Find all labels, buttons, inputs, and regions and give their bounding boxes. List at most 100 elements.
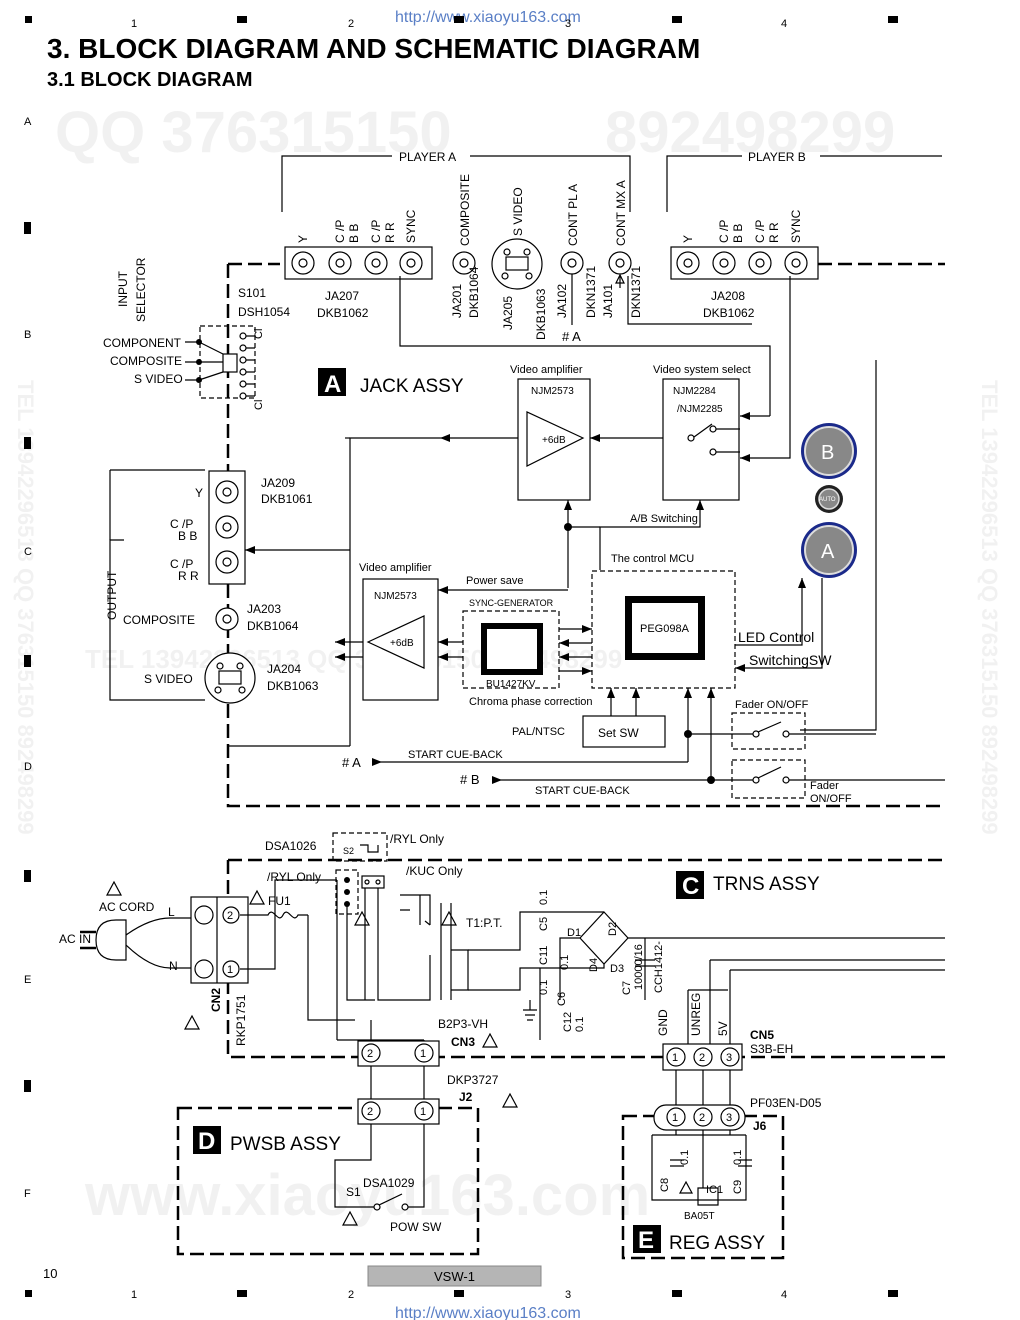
c5-value: 0.1 (538, 890, 550, 905)
cn3-pin2: 2 (367, 1048, 373, 1060)
ja207-ref: JA207 (325, 289, 359, 303)
pwsb-assy-letter: D (198, 1128, 215, 1155)
page-title: 3. BLOCK DIAGRAM AND SCHEMATIC DIAGRAM (47, 33, 700, 64)
warning-icon (105, 880, 123, 896)
sync-a-wire (399, 276, 771, 416)
ja209-pin-cbpb: C /P (170, 517, 193, 531)
ja203-ref: JA203 (247, 602, 281, 616)
button-a[interactable] (801, 522, 857, 578)
fader-top-label: Fader ON/OFF (735, 699, 809, 711)
ground-icon (523, 1009, 537, 1021)
s2-label: S2 (343, 846, 354, 856)
hash-a-label: # A (342, 755, 361, 770)
reg-assy-letter: E (638, 1227, 654, 1254)
warning-icon (183, 1014, 201, 1030)
cn2-pin2: 2 (227, 910, 233, 922)
page-number: 10 (43, 1266, 57, 1281)
pwsb-assy-name: PWSB ASSY (230, 1134, 341, 1155)
video-amp-top-triangle (526, 411, 585, 467)
watermark-side-right: TEL 13942296513 QQ 376315150 892498299 (977, 380, 1002, 835)
cn2-part: RKP1751 (234, 994, 248, 1046)
switching-sw-label: SwitchingSW (749, 652, 832, 668)
ja207-pin-cbpb-sub: B B (347, 224, 361, 243)
cn3-pin1: 1 (420, 1048, 426, 1060)
button-b[interactable] (801, 423, 857, 479)
ja101-ref: JA101 (601, 284, 615, 318)
cn5-ref: CN5 (750, 1028, 774, 1042)
c9-label: C9 (732, 1180, 744, 1194)
player-a-label: PLAYER A (399, 150, 456, 164)
cch-label: CCH1412- (653, 941, 665, 993)
video-amp-bottom-ic: NJM2573 (374, 591, 417, 602)
warning-icon (353, 910, 371, 926)
5v-label: 5V (716, 1021, 730, 1036)
c9-value: 0.1 (732, 1150, 744, 1165)
ja204-part: DKB1063 (267, 679, 319, 693)
grid-col-2-bottom: 2 (348, 1289, 354, 1301)
sync-gen-ic: BU1427KV (486, 679, 536, 690)
ja102-ref: JA102 (555, 284, 569, 318)
fader-switch-bottom[interactable] (752, 766, 790, 784)
player-b-label: PLAYER B (748, 150, 806, 164)
trns-assy-letter: C (682, 873, 699, 900)
hash-a-top: # A (562, 329, 581, 344)
input-selector-switch[interactable] (185, 325, 256, 400)
input-selector-label1: INPUT (116, 270, 130, 307)
ja204-svideo-label: S VIDEO (144, 672, 193, 686)
grid-col-1-bottom: 1 (131, 1289, 137, 1301)
video-sys-select-ic2: /NJM2285 (677, 404, 723, 415)
grid-col-3-bottom: 3 (565, 1289, 571, 1301)
grid-row-f: F (24, 1188, 31, 1200)
neutral-label: N (169, 959, 178, 973)
bridge-rectifier (468, 911, 945, 1040)
ja201-ref: JA201 (450, 284, 464, 318)
video-amp-top-gain: +6dB (542, 435, 566, 446)
pal-ntsc-label: PAL/NTSC (512, 726, 565, 738)
pow-sw-switch[interactable] (373, 1193, 409, 1211)
warning-icon (341, 1210, 359, 1226)
j6-ref: J6 (753, 1119, 767, 1133)
ja207-part: DKB1062 (317, 306, 369, 320)
warning-icon (678, 1180, 694, 1194)
fuse-fu1 (240, 911, 308, 919)
button-auto[interactable] (815, 485, 843, 513)
ja205-ref: JA205 (501, 296, 515, 330)
c5-label: C5 (538, 917, 550, 931)
chroma-phase-label: Chroma phase correction (469, 696, 593, 708)
ja209-pin-crpr: C /P (170, 557, 193, 571)
warning-icon (481, 1032, 499, 1048)
pf03-label: PF03EN-D05 (750, 1096, 822, 1110)
fader-switch-top[interactable] (752, 721, 790, 738)
s2-switch[interactable] (335, 844, 431, 1001)
ja102-label: CONT PL A (566, 184, 580, 246)
set-sw-label: Set SW (598, 726, 639, 740)
ja205-svideo-label: S VIDEO (511, 187, 525, 236)
fader-top-box (731, 712, 806, 750)
j6-pin2: 2 (699, 1112, 705, 1124)
j6-pin3: 3 (726, 1112, 732, 1124)
jack-assy-name: JACK ASSY (360, 376, 464, 397)
set-sw-box[interactable] (582, 715, 666, 748)
ja208-pin-y: Y (681, 235, 695, 243)
cn5-pin2: 2 (699, 1052, 705, 1064)
ja205-svideo-jack (491, 238, 543, 290)
ba05t-label: BA05T (684, 1211, 715, 1222)
video-sys-switch (687, 423, 740, 456)
video-amp-bottom-box (362, 578, 439, 701)
pwsb-assy-badge (193, 1126, 221, 1154)
ja201-composite-label: COMPOSITE (458, 174, 472, 246)
video-amp-bottom-triangle (366, 615, 425, 669)
video-amp-bottom-gain: +6dB (390, 638, 414, 649)
ryl-only-top: /RYL Only (390, 832, 444, 846)
unreg-label: UNREG (689, 993, 703, 1036)
ja209-part: DKB1061 (261, 492, 313, 506)
grid-row-e: E (24, 974, 31, 986)
line-label: L (168, 905, 175, 919)
cn3-ref: CN3 (451, 1035, 475, 1049)
grid-col-1: 1 (131, 18, 137, 30)
dkp3727-label: DKP3727 (447, 1073, 499, 1087)
ja207-pin-sync: SYNC (404, 209, 418, 243)
mcu-box (591, 570, 736, 689)
c11-value: 0.1 (559, 955, 571, 970)
j6-pin1: 1 (672, 1112, 678, 1124)
